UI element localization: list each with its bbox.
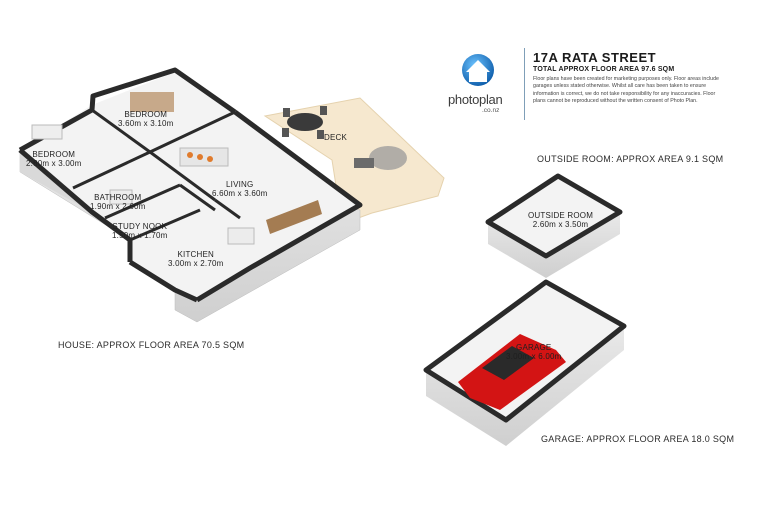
room-name: KITCHEN: [177, 250, 215, 259]
room-dims: 3.60m x 3.10m: [118, 119, 174, 128]
room-label-study-nook: STUDY NOOK 1.50m x 1.70m: [112, 222, 168, 240]
room-label-outside-room: OUTSIDE ROOM 2.60m x 3.50m: [528, 211, 593, 229]
garage-walls-side: [426, 326, 624, 446]
room-label-bedroom-1: BEDROOM 3.60m x 3.10m: [118, 110, 174, 128]
room-dims: 1.90m x 2.60m: [90, 202, 146, 211]
room-label-living: LIVING 6.60m x 3.60m: [212, 180, 268, 198]
house-area-caption: HOUSE: APPROX FLOOR AREA 70.5 SQM: [58, 340, 245, 350]
logo-wordmark: photoplan: [448, 92, 503, 107]
room-label-deck: DECK: [324, 133, 347, 142]
bed-icon: [130, 92, 174, 112]
car-icon: [458, 334, 566, 410]
room-name: BEDROOM: [32, 150, 76, 159]
outside-room-walls: [485, 173, 623, 259]
outside-room-walls-side: [488, 212, 620, 278]
kitchen-bench-icon: [227, 227, 255, 245]
room-name: BEDROOM: [124, 110, 168, 119]
room-dims: 3.00m x 6.00m: [506, 352, 562, 361]
header-divider: [524, 48, 525, 120]
logo-domain: .co.nz: [482, 107, 500, 114]
outside-room-floor: [488, 176, 620, 256]
dining-table-icon: [266, 200, 322, 234]
bed-icon-2: [31, 124, 63, 140]
room-name: OUTSIDE ROOM: [528, 211, 594, 220]
property-title: 17A RATA STREET: [533, 50, 657, 65]
room-name: STUDY NOOK: [112, 222, 168, 231]
garage-walls: [423, 279, 627, 423]
room-label-bedroom-2: BEDROOM 2.80m x 3.00m: [26, 150, 82, 168]
deck-table-icon: [282, 106, 327, 139]
disclaimer-text: Floor plans have been created for market…: [533, 76, 719, 104]
house-floor: [20, 72, 360, 300]
deck-umbrella-icon: [354, 146, 407, 170]
room-label-garage: GARAGE 3.00m x 6.00m: [506, 343, 562, 361]
room-name: BATHROOM: [94, 193, 142, 202]
bath-icon: [109, 189, 133, 205]
room-dims: 3.00m x 2.70m: [168, 259, 224, 268]
outside-room-area-caption: OUTSIDE ROOM: APPROX AREA 9.1 SQM: [537, 154, 724, 164]
room-name: GARAGE: [516, 343, 552, 352]
sofa-icon: [179, 147, 229, 167]
garage-area-caption: GARAGE: APPROX FLOOR AREA 18.0 SQM: [541, 434, 735, 444]
total-floor-area: TOTAL APPROX FLOOR AREA 97.6 SQM: [533, 66, 675, 73]
room-dims: 6.60m x 3.60m: [212, 189, 268, 198]
house-interior-walls: [72, 108, 241, 242]
room-label-kitchen: KITCHEN 3.00m x 2.70m: [168, 250, 224, 268]
house-globe-icon: [462, 54, 494, 86]
room-label-bathroom: BATHROOM 1.90m x 2.60m: [90, 193, 146, 211]
house-walls: [18, 67, 363, 303]
room-name: LIVING: [226, 180, 254, 189]
room-name: DECK: [324, 133, 348, 142]
room-dims: 2.80m x 3.00m: [26, 159, 82, 168]
room-dims: 2.60m x 3.50m: [532, 220, 589, 229]
room-dims: 1.50m x 1.70m: [112, 231, 168, 240]
